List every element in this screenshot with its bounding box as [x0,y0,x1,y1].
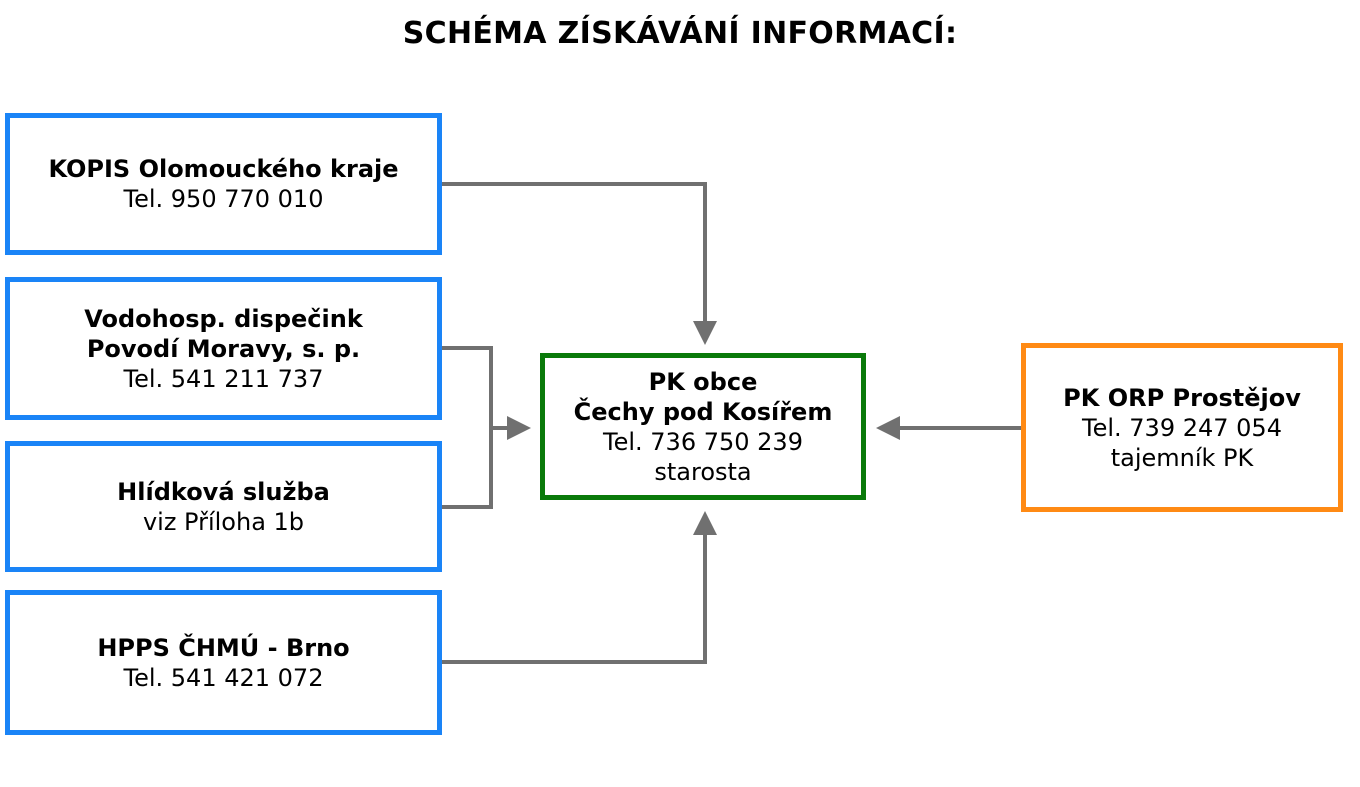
node-vodohosp-name-line1: Vodohosp. dispečink [84,304,363,333]
node-center-phone: Tel. 736 750 239 [603,427,803,456]
node-hlidkova-name: Hlídková služba [117,477,330,506]
node-vodohosp: Vodohosp. dispečink Povodí Moravy, s. p.… [5,277,442,420]
connector-hpps-to-center [442,511,717,664]
node-orp-name: PK ORP Prostějov [1063,383,1301,412]
node-orp-phone: Tel. 739 247 054 [1082,413,1282,442]
node-hlidkova: Hlídková služba viz Příloha 1b [5,441,442,572]
node-kopis-name: KOPIS Olomouckého kraje [48,155,399,183]
node-center-pk-obce: PK obce Čechy pod Kosířem Tel. 736 750 2… [540,353,866,500]
node-kopis-phone: Tel. 950 770 010 [123,185,324,213]
node-orp-role: tajemník PK [1110,443,1254,472]
node-center-name-line1: PK obce [648,367,758,396]
connector-kopis-to-center [442,182,717,345]
node-vodohosp-phone: Tel. 541 211 737 [123,364,324,393]
node-hpps: HPPS ČHMÚ - Brno Tel. 541 421 072 [5,590,442,735]
diagram-title: SCHÉMA ZÍSKÁVÁNÍ INFORMACÍ: [402,16,958,51]
node-hlidkova-note: viz Příloha 1b [142,507,305,536]
node-center-role: starosta [654,457,752,486]
node-kopis: KOPIS Olomouckého kraje Tel. 950 770 010 [5,113,442,255]
node-vodohosp-name-line2: Povodí Moravy, s. p. [86,334,361,363]
connector-vodohosp-to-bracket [442,346,493,428]
node-hpps-phone: Tel. 541 421 072 [123,663,324,692]
node-hpps-name: HPPS ČHMÚ - Brno [97,633,350,662]
connector-hlidkova-to-bracket [442,428,493,509]
node-orp-prostejov: PK ORP Prostějov Tel. 739 247 054 tajemn… [1021,343,1343,512]
node-center-name-line2: Čechy pod Kosířem [573,397,833,426]
